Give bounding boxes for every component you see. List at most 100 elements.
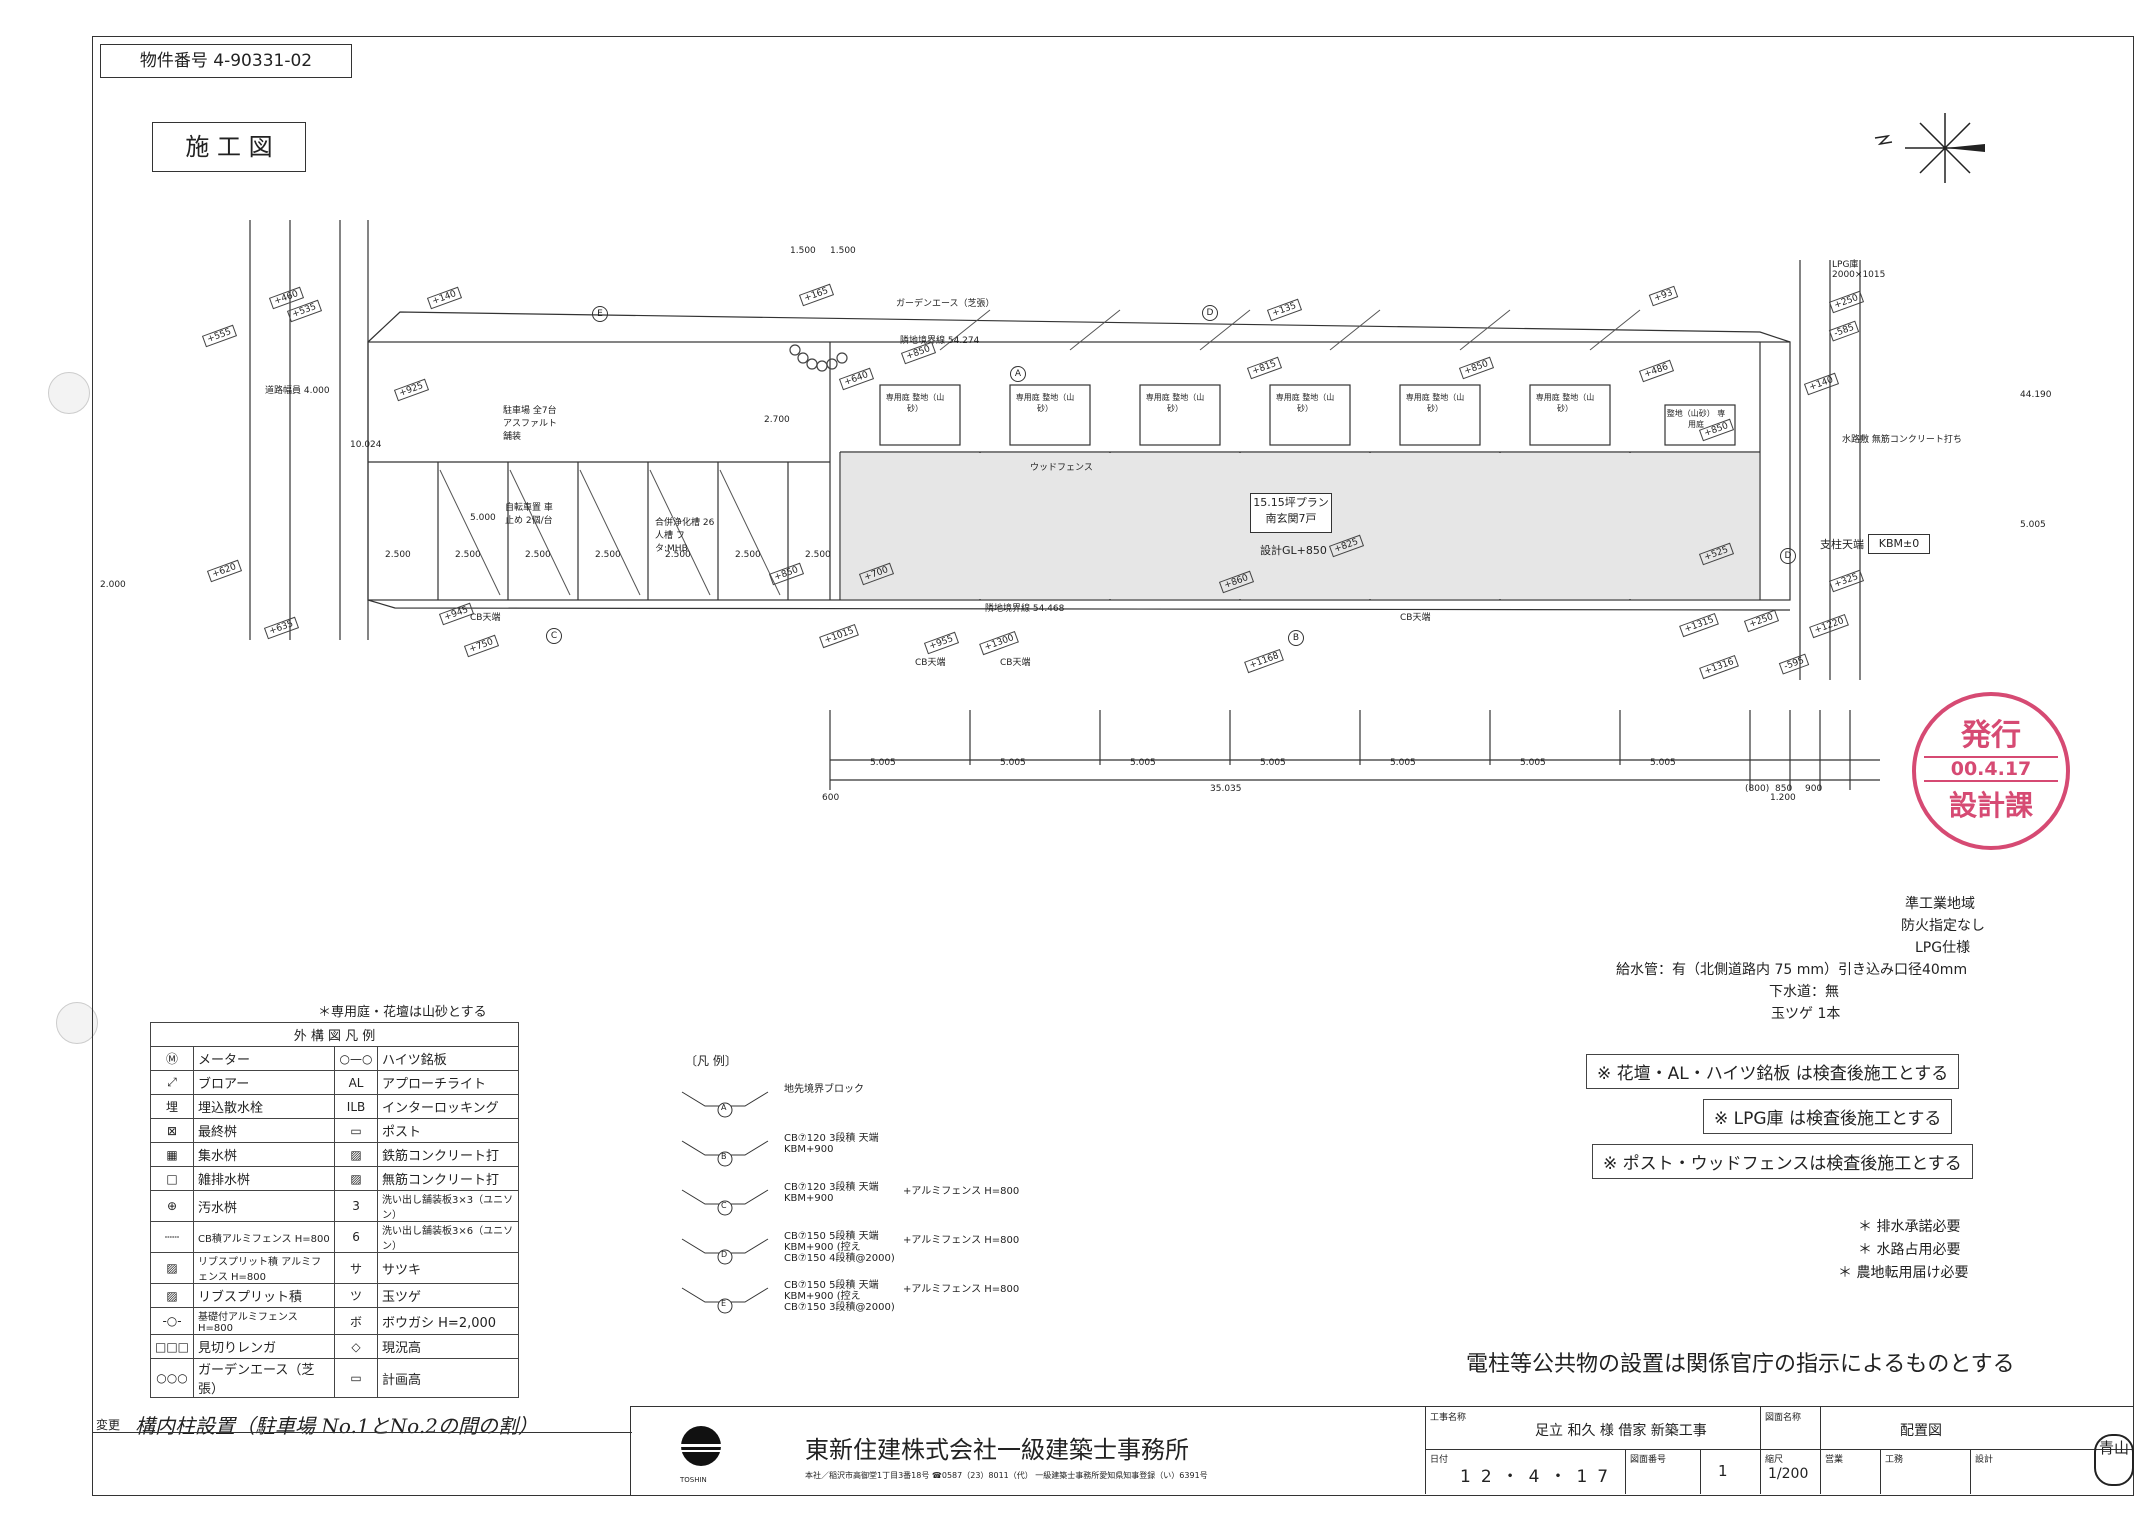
parking-dimension: 2.500 [385,550,411,560]
garden-label: 専用庭 整地（山砂） [1145,393,1205,413]
kbm-prefix: 支柱天端 [1820,538,1864,551]
legend-label: 鉄筋コンクリート打 [377,1142,520,1167]
parking-label: 駐車場 全7台 アスファルト舗装 [503,406,558,442]
scale-label: 縮尺 [1765,1455,1784,1465]
garden-label: 整地（山砂） 専用庭 [1666,409,1726,429]
parking-dimension: 2.500 [595,550,621,560]
bottom-dimension: 5.005 [1650,758,1676,768]
legend-symbol: □□□ [149,1334,195,1359]
legend-title: 外 構 図 凡 例 [149,1022,520,1047]
dim-top-b: 1.500 [830,246,856,256]
dim-600: 600 [822,793,840,803]
legend-symbol: ┄┄ [149,1221,195,1253]
title-block-vline-5 [1970,1449,1971,1494]
legend-label: 汚水桝 [193,1190,336,1222]
boxed-note-1: ※ 花壇・AL・ハイツ銘板 は検査後施工とする [1586,1054,1960,1089]
north-arrow-icon [1874,113,1985,183]
section-text: CB⑦150 5段積 天端 KBM+900 (控えCB⑦150 4段積@2000… [784,1231,895,1264]
section-text2: +アルミフェンス H=800 [903,1186,1020,1197]
section-text: 地先境界ブロック [784,1084,864,1095]
legend-symbol: ◇ [334,1334,379,1359]
bottom-dimension: 5.005 [1260,758,1286,768]
works-label: 工務 [1885,1455,1904,1465]
cb-top-label: CB天端 [1400,613,1431,623]
section-id: C [721,1201,727,1210]
legend-label: 最終桝 [193,1118,336,1143]
drawing-no-label: 図面番号 [1630,1455,1667,1465]
design-gl-label: 設計GL+850 [1260,544,1327,557]
drawing-name-label: 図面名称 [1765,1413,1802,1423]
dim-top-a: 1.500 [790,246,816,256]
plan-label: 15.15坪プラン 南玄関7戸 [1250,493,1332,533]
note-top-right: 玉ツゲ 1本 [1771,1006,1841,1022]
road-width-label: 道路幅員 4.000 [265,386,330,396]
bottom-dimension: 5.005 [1130,758,1156,768]
bottom-dimension: 5.005 [1000,758,1026,768]
legend-symbol: ○○○ [149,1358,195,1398]
legend-symbol: ▭ [334,1118,379,1143]
parking-dimension: 2.500 [665,550,691,560]
section-text: CB⑦150 5段積 天端 KBM+900 (控えCB⑦150 3段積@2000… [784,1280,895,1313]
garden-label: 専用庭 整地（山砂） [1015,393,1075,413]
legend-label: CB積アルミフェンス H=800 [193,1221,336,1253]
legend-label: ガーデンエース（芝張） [193,1358,336,1398]
garden-label: 専用庭 整地（山砂） [1535,393,1595,413]
section-text: CB⑦120 3段積 天端 KBM+900 [784,1182,879,1204]
drawing-no: 1 [1718,1462,1728,1480]
legend-symbol: ▦ [149,1142,195,1167]
site-plan-drawing [249,220,1880,790]
scale-value: 1/200 [1768,1466,1809,1482]
section-id: D [721,1250,728,1259]
boundary-bottom-label: 隣地境界線 54.468 [985,604,1065,614]
utility-note: 電柱等公共物の設置は関係官庁の指示によるものとする [1466,1352,2015,1377]
wood-fence-label: ウッドフェンス [1030,463,1093,473]
note-top-right: 下水道：無 [1769,984,1839,1000]
section-symbol-icon [681,1091,769,1118]
septic-label: 合併浄化槽 26人槽 フタ:MHB [655,518,715,554]
legend-symbol: ⤢ [149,1070,195,1095]
waterway-label: 水路敷 無筋コンクリート打ち [1842,435,1962,445]
legend-label: 無筋コンクリート打 [377,1166,520,1191]
legend-symbol: ボ [334,1307,379,1335]
total-dimension: 35.035 [1210,784,1242,794]
title-block-vline-7 [1700,1449,1701,1494]
legend-top-note: ＊専用庭・花壇は山砂とする [318,1005,487,1020]
date-value: 12・4・17 [1460,1467,1619,1487]
project-label: 工事名称 [1430,1413,1467,1423]
section-letter: D [1780,548,1796,564]
section-letter: C [546,628,562,644]
section-letter: A [1010,366,1026,382]
garden-label: 専用庭 整地（山砂） [1275,393,1335,413]
cb-top-label: CB天端 [915,658,946,668]
legend-symbol: ▨ [334,1142,379,1167]
drawing-name: 配置図 [1900,1423,1942,1439]
legend-row: □雑排水桝▨無筋コンクリート打 [149,1166,520,1191]
doc-type-title: 施 工 図 [152,122,306,172]
legend-symbol: ⊕ [149,1190,195,1222]
project-name: 足立 和久 様 借家 新築工事 [1535,1423,1707,1439]
punch-hole [48,372,90,414]
section-letter: B [1288,630,1304,646]
parking-dimension: 2.500 [525,550,551,560]
boxed-note-2: ※ LPG庫 は検査後施工とする [1703,1099,1953,1134]
small-note-2: ＊ 水路占用必要 [1858,1242,1961,1258]
parking-dimension: 2.500 [455,550,481,560]
title-block [630,1406,2133,1495]
legend-label: 計画高 [377,1358,520,1398]
change-text: 構内柱設置（駐車場 No.1とNo.2の間の割） [135,1414,538,1438]
legend-label: サツキ [377,1252,520,1284]
bottom-dimension: 5.005 [870,758,896,768]
drawing-frame [92,36,2134,1496]
section-letter: D [1202,305,1218,321]
legend-row: ▨リブスプリット積ツ玉ツゲ [149,1283,520,1308]
property-number: 物件番号 4-90331-02 [100,44,352,78]
legend-row: ⊠最終桝▭ポスト [149,1118,520,1143]
legend-label: 基礎付アルミフェンス H=800 [193,1307,336,1335]
punch-hole [56,1002,98,1044]
section-symbol-icon [681,1238,769,1265]
small-note-1: ＊ 排水承諾必要 [1858,1219,1961,1235]
dim-right-vertical-2: 5.005 [2020,520,2046,530]
note-top-right: 給水管：有（北側道路内 75 mm）引き込み口径40mm [1616,962,1968,978]
